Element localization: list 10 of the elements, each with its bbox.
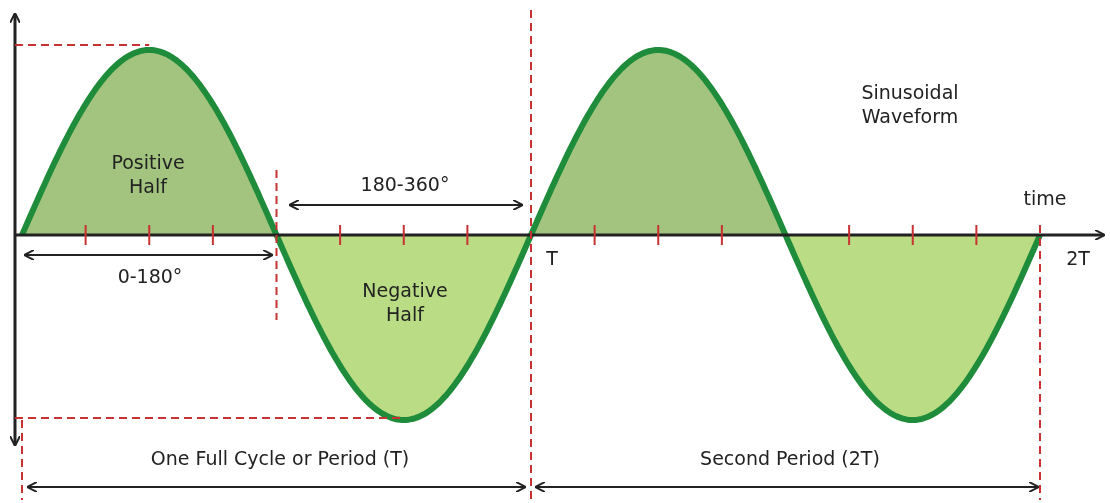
dimension-label: One Full Cycle or Period (T) <box>149 446 411 470</box>
area-label: Negative Half <box>361 278 449 326</box>
title-text: Sinusoidal Waveform <box>860 80 960 128</box>
dimension-label: 0-180° <box>116 264 184 288</box>
dimension-label: 180-360° <box>359 172 451 196</box>
axis-tick-label: T <box>545 246 559 270</box>
dimension-label: Second Period (2T) <box>699 446 881 470</box>
axis-label: time <box>1022 186 1068 210</box>
area-label: Positive Half <box>110 150 186 198</box>
axis-tick-label: 2T <box>1065 246 1091 270</box>
